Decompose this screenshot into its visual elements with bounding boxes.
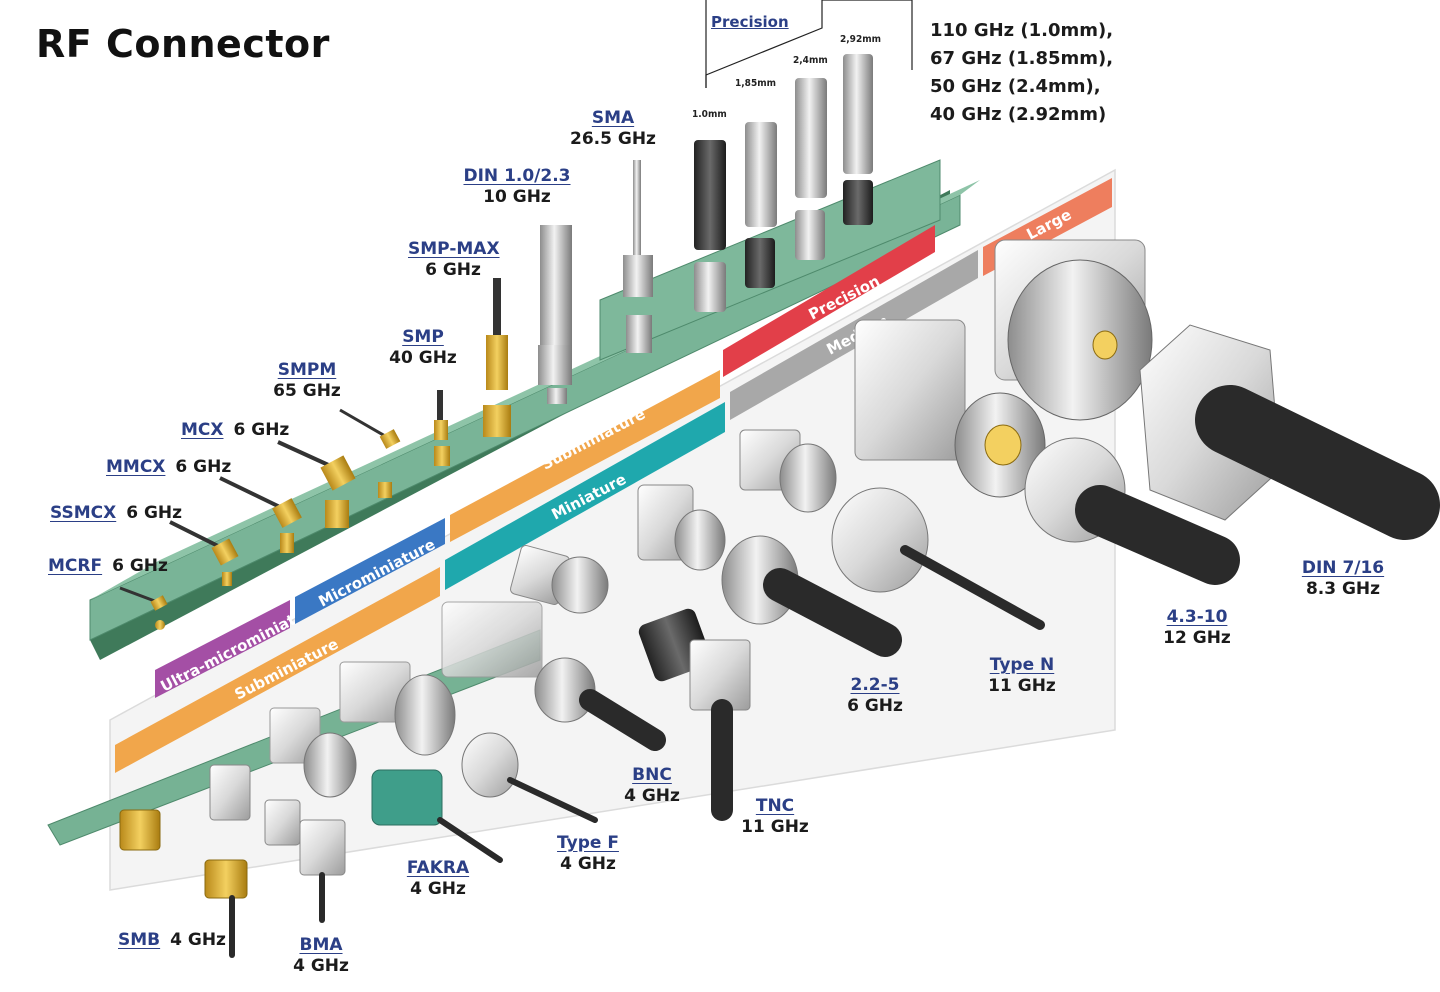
label-2-2-5: 2.2-5 6 GHz [842, 675, 908, 717]
connector-freq: 6 GHz [233, 420, 290, 440]
label-smp-max: SMP-MAX 6 GHz [408, 239, 500, 281]
connector-name: MCX [181, 420, 224, 440]
connector-freq: 4 GHz [170, 930, 226, 950]
connector-freq: 12 GHz [1163, 628, 1231, 648]
label-smp: SMP 40 GHz [388, 327, 458, 369]
connector-name: SSMCX [50, 503, 117, 523]
page-title: RF Connector [36, 22, 330, 66]
precision-connectors: 1.0mm 1,85mm 2,4mm 2,92mm [692, 0, 913, 312]
connector-freq: 4 GHz [410, 879, 466, 899]
connector-name: TNC [755, 796, 795, 816]
connector-freq: 6 GHz [126, 503, 183, 523]
label-mcrf: MCRF 6 GHz [48, 556, 168, 577]
connector-name: SMP-MAX [408, 239, 500, 259]
label-din-1023: DIN 1.0/2.3 10 GHz [462, 166, 572, 208]
connector-freq: 4 GHz [293, 956, 349, 976]
label-sma: SMA 26.5 GHz [568, 108, 658, 150]
label-bnc: BNC 4 GHz [620, 765, 684, 807]
label-4-3-10: 4.3-10 12 GHz [1160, 607, 1234, 649]
connector-freq: 6 GHz [112, 556, 168, 576]
label-bma: BMA 4 GHz [286, 935, 356, 977]
connector-name: 2.2-5 [850, 675, 900, 695]
label-smpm: SMPM 65 GHz [272, 360, 342, 402]
label-tnc: TNC 11 GHz [740, 796, 810, 838]
connector-freq: 4 GHz [560, 854, 616, 874]
connector-name: SMB [118, 930, 161, 950]
label-mcx: MCX 6 GHz [181, 420, 289, 441]
connector-freq: 10 GHz [483, 187, 551, 207]
precision-note-4: 40 GHz (2.92mm) [930, 104, 1107, 125]
connector-name: MMCX [106, 457, 166, 477]
connector-freq: 8.3 GHz [1305, 579, 1381, 599]
connector-name: Type N [989, 655, 1055, 675]
label-ssmcx: SSMCX 6 GHz [50, 503, 182, 524]
precision-note-2: 67 GHz (1.85mm), [930, 48, 1114, 69]
size-label-2-4mm: 2,4mm [793, 55, 828, 66]
connector-freq: 6 GHz [175, 457, 232, 477]
label-din-7-16: DIN 7/16 8.3 GHz [1298, 558, 1388, 600]
connector-name: SMPM [277, 360, 337, 380]
label-mmcx: MMCX 6 GHz [106, 457, 231, 478]
size-label-1-0mm: 1.0mm [692, 109, 727, 120]
connector-name: BNC [632, 765, 672, 785]
label-smb: SMB 4 GHz [118, 930, 226, 951]
micro-connectors [119, 160, 653, 630]
connector-name: 4.3-10 [1166, 607, 1228, 627]
connector-name: DIN 1.0/2.3 [463, 166, 571, 186]
size-label-2-92mm: 2,92mm [840, 34, 881, 45]
connector-freq: 40 GHz [389, 348, 457, 368]
connector-freq: 4 GHz [624, 786, 680, 806]
connector-freq: 11 GHz [988, 676, 1056, 696]
connector-name: MCRF [48, 556, 103, 576]
precision-note-3: 50 GHz (2.4mm), [930, 76, 1101, 97]
medium-large-connectors [721, 239, 1440, 657]
connector-freq: 65 GHz [273, 381, 341, 401]
precision-frequency-notes: 110 GHz (1.0mm), 67 GHz (1.85mm), 50 GHz… [930, 17, 1113, 129]
label-fakra: FAKRA 4 GHz [400, 858, 476, 900]
connector-freq: 6 GHz [847, 696, 903, 716]
connector-freq: 11 GHz [741, 817, 809, 837]
connector-freq: 6 GHz [425, 260, 481, 280]
precision-group-label: Precision [711, 13, 789, 31]
connector-name: SMA [591, 108, 635, 128]
label-type-n: Type N 11 GHz [982, 655, 1062, 697]
lower-connectors [119, 484, 751, 958]
size-label-1-85mm: 1,85mm [735, 78, 776, 89]
connector-name: Type F [557, 833, 619, 853]
connector-name: SMP [402, 327, 444, 347]
precision-note-1: 110 GHz (1.0mm), [930, 20, 1114, 41]
label-type-f: Type F 4 GHz [550, 833, 626, 875]
connector-name: BMA [299, 935, 343, 955]
connector-freq: 26.5 GHz [570, 129, 656, 149]
connector-name: DIN 7/16 [1301, 558, 1385, 578]
connector-name: FAKRA [406, 858, 470, 878]
